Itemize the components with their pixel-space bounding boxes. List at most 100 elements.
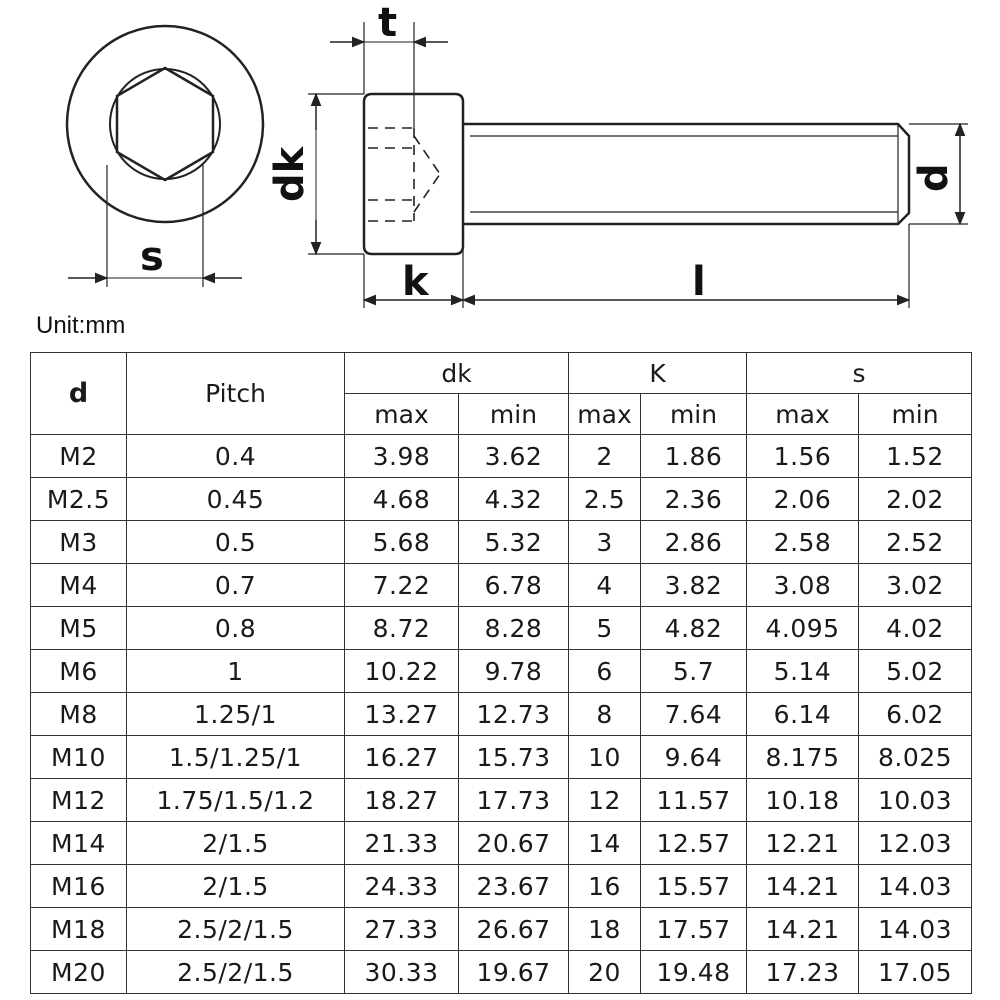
- cell-size: M8: [30, 692, 127, 736]
- cell-s-max: 1.56: [746, 434, 860, 478]
- cell-k-min: 2.86: [640, 520, 748, 564]
- cell-dk-max: 16.27: [344, 735, 459, 779]
- cell-k-max: 10: [568, 735, 642, 779]
- cell-s-min: 1.52: [858, 434, 973, 478]
- cell-s-min: 2.52: [858, 520, 973, 564]
- dimension-label-l: l: [692, 259, 706, 305]
- cell-k-min: 1.86: [640, 434, 748, 478]
- cell-k-min: 17.57: [640, 907, 748, 951]
- cell-dk-min: 9.78: [457, 649, 570, 693]
- cell-k-max: 20: [568, 950, 642, 994]
- cell-dk-max: 8.72: [344, 606, 459, 650]
- cell-s-min: 8.025: [858, 735, 973, 779]
- unit-label: Unit:mm: [36, 312, 126, 339]
- cell-s-max: 14.21: [746, 864, 860, 908]
- subheader-dk-max: max: [344, 393, 459, 435]
- cell-dk-max: 10.22: [344, 649, 459, 693]
- cell-dk-max: 21.33: [344, 821, 459, 865]
- cell-k-min: 4.82: [640, 606, 748, 650]
- cell-k-max: 16: [568, 864, 642, 908]
- subheader-dk-min: min: [457, 393, 570, 435]
- subheader-k-max: max: [568, 393, 642, 435]
- cell-k-min: 19.48: [640, 950, 748, 994]
- cell-s-min: 17.05: [858, 950, 973, 994]
- cell-k-max: 12: [568, 778, 642, 822]
- cell-k-max: 2.5: [568, 477, 642, 521]
- header-d: d: [30, 352, 127, 435]
- subheader-s-max: max: [746, 393, 860, 435]
- cell-k-min: 11.57: [640, 778, 748, 822]
- cell-dk-min: 23.67: [457, 864, 570, 908]
- cell-pitch: 0.45: [126, 477, 345, 521]
- header-s: s: [746, 352, 973, 394]
- cell-k-min: 7.64: [640, 692, 748, 736]
- dimension-label-dk: dk: [267, 145, 313, 202]
- cell-size: M18: [30, 907, 127, 951]
- header-k: K: [568, 352, 748, 394]
- cell-s-max: 12.21: [746, 821, 860, 865]
- cell-pitch: 2.5/2/1.5: [126, 907, 345, 951]
- cell-dk-min: 15.73: [457, 735, 570, 779]
- cell-dk-max: 24.33: [344, 864, 459, 908]
- subheader-k-min: min: [640, 393, 748, 435]
- cell-dk-min: 19.67: [457, 950, 570, 994]
- cell-s-min: 12.03: [858, 821, 973, 865]
- cell-size: M14: [30, 821, 127, 865]
- cell-dk-min: 8.28: [457, 606, 570, 650]
- cell-k-max: 4: [568, 563, 642, 607]
- cell-dk-min: 6.78: [457, 563, 570, 607]
- cell-k-max: 2: [568, 434, 642, 478]
- cell-size: M4: [30, 563, 127, 607]
- cell-dk-max: 27.33: [344, 907, 459, 951]
- cell-k-max: 14: [568, 821, 642, 865]
- cell-k-min: 5.7: [640, 649, 748, 693]
- cell-pitch: 1.25/1: [126, 692, 345, 736]
- cell-s-max: 2.58: [746, 520, 860, 564]
- cell-dk-max: 4.68: [344, 477, 459, 521]
- cell-size: M10: [30, 735, 127, 779]
- cell-s-min: 3.02: [858, 563, 973, 607]
- cell-size: M12: [30, 778, 127, 822]
- cell-s-max: 6.14: [746, 692, 860, 736]
- cell-k-min: 2.36: [640, 477, 748, 521]
- cell-dk-min: 17.73: [457, 778, 570, 822]
- cell-s-min: 14.03: [858, 907, 973, 951]
- cell-k-min: 12.57: [640, 821, 748, 865]
- cell-dk-min: 5.32: [457, 520, 570, 564]
- cell-dk-min: 4.32: [457, 477, 570, 521]
- cell-pitch: 1.5/1.25/1: [126, 735, 345, 779]
- cell-pitch: 2/1.5: [126, 864, 345, 908]
- cell-size: M6: [30, 649, 127, 693]
- screw-side-view: [308, 22, 968, 308]
- cell-s-min: 4.02: [858, 606, 973, 650]
- cell-pitch: 0.8: [126, 606, 345, 650]
- screw-technical-drawing: s: [65, 0, 968, 308]
- cell-dk-max: 13.27: [344, 692, 459, 736]
- cell-s-max: 10.18: [746, 778, 860, 822]
- cell-pitch: 0.5: [126, 520, 345, 564]
- cell-k-max: 3: [568, 520, 642, 564]
- cell-k-max: 6: [568, 649, 642, 693]
- cell-s-max: 5.14: [746, 649, 860, 693]
- cell-k-max: 18: [568, 907, 642, 951]
- cell-pitch: 0.4: [126, 434, 345, 478]
- cell-s-max: 8.175: [746, 735, 860, 779]
- cell-dk-min: 20.67: [457, 821, 570, 865]
- cell-k-max: 8: [568, 692, 642, 736]
- cell-s-max: 14.21: [746, 907, 860, 951]
- dimension-label-t: t: [378, 0, 397, 46]
- head-top-view: [65, 24, 265, 287]
- screw-spec-table: d Pitch dk K s max min max min max min M…: [30, 352, 973, 994]
- dimension-label-s: s: [140, 234, 164, 280]
- cell-size: M16: [30, 864, 127, 908]
- cell-dk-min: 3.62: [457, 434, 570, 478]
- cell-pitch: 1.75/1.5/1.2: [126, 778, 345, 822]
